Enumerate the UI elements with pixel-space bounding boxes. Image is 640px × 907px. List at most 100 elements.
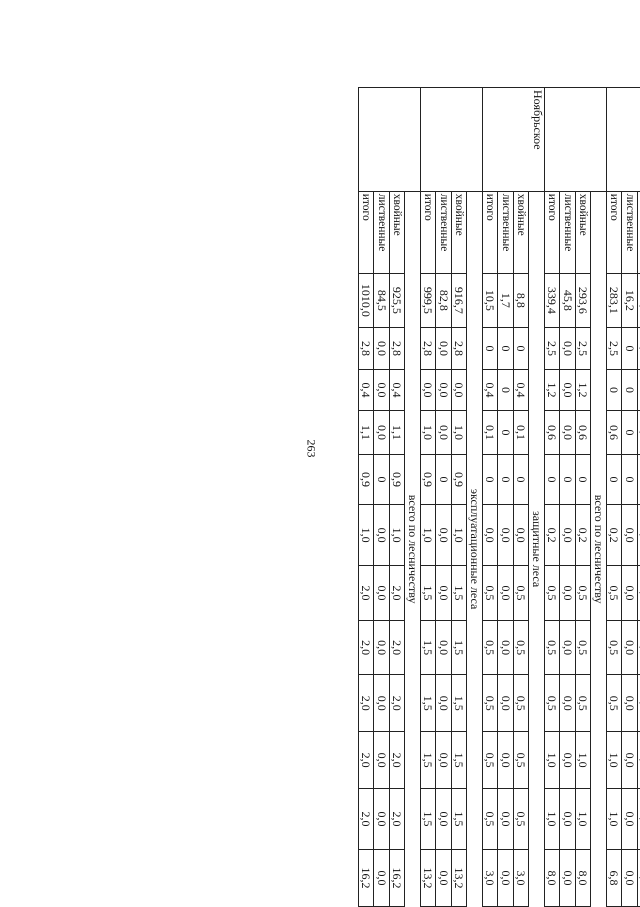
value-cell: 0,5: [545, 566, 561, 621]
forest-table: 1234567891011121314хвойные668,82,900,100…: [358, 87, 640, 907]
value-cell: 0,5: [576, 675, 592, 732]
value-cell: 1,5: [452, 620, 468, 675]
row-type: лиственные: [436, 191, 452, 273]
value-cell: 0: [576, 454, 592, 504]
value-cell: 0: [498, 328, 514, 369]
row-type: итого: [545, 191, 561, 273]
value-cell: 8,0: [545, 850, 561, 907]
section-title: всего по лесничеству: [591, 191, 607, 906]
section-row: всего по лесничеству: [405, 88, 421, 907]
value-cell: 1,5: [452, 788, 468, 849]
value-cell: 0,0: [436, 505, 452, 566]
value-cell: 0,0: [421, 369, 437, 410]
section-title: защитные леса: [529, 191, 545, 906]
value-cell: 0,4: [483, 369, 499, 410]
value-cell: 1,0: [545, 732, 561, 789]
value-cell: 0,5: [607, 675, 623, 732]
value-cell: 0,0: [436, 788, 452, 849]
value-cell: 0,0: [622, 732, 638, 789]
value-cell: 0,2: [576, 505, 592, 566]
value-cell: 916,7: [452, 273, 468, 328]
region-name: [607, 88, 640, 192]
value-cell: 0,5: [576, 566, 592, 621]
value-cell: 0,0: [622, 675, 638, 732]
value-cell: 0,0: [374, 505, 390, 566]
value-cell: 1,5: [452, 732, 468, 789]
value-cell: 0,0: [498, 620, 514, 675]
value-cell: 0,5: [483, 566, 499, 621]
value-cell: 2,0: [359, 620, 375, 675]
value-cell: 0,0: [436, 850, 452, 907]
value-cell: 1,7: [498, 273, 514, 328]
value-cell: 1,0: [390, 505, 406, 566]
value-cell: 0,4: [514, 369, 530, 410]
value-cell: 0,5: [607, 620, 623, 675]
value-cell: 1,2: [576, 369, 592, 410]
value-cell: 0,9: [359, 454, 375, 504]
value-cell: 1,0: [607, 788, 623, 849]
section-title: всего по лесничеству: [405, 191, 421, 906]
value-cell: 2,0: [390, 788, 406, 849]
value-cell: 0,9: [452, 454, 468, 504]
value-cell: 0,0: [560, 328, 576, 369]
value-cell: 0,1: [514, 411, 530, 455]
value-cell: 0,0: [560, 620, 576, 675]
value-cell: 0,5: [514, 566, 530, 621]
value-cell: 0: [545, 454, 561, 504]
row-type: лиственные: [560, 191, 576, 273]
value-cell: 0,6: [576, 411, 592, 455]
value-cell: 0,5: [483, 788, 499, 849]
value-cell: 0,0: [560, 505, 576, 566]
value-cell: 13,2: [452, 850, 468, 907]
value-cell: 0,0: [436, 566, 452, 621]
value-cell: 0,0: [560, 788, 576, 849]
value-cell: 283,1: [607, 273, 623, 328]
value-cell: 16,2: [622, 273, 638, 328]
value-cell: 0: [622, 454, 638, 504]
row-type: итого: [483, 191, 499, 273]
value-cell: 0,0: [514, 505, 530, 566]
value-cell: 0: [374, 454, 390, 504]
section-title: эксплуатационные леса: [467, 191, 483, 906]
value-cell: 16,2: [390, 850, 406, 907]
region-name: [359, 88, 421, 192]
value-cell: 0,5: [514, 788, 530, 849]
value-cell: 2,8: [359, 328, 375, 369]
value-cell: 0: [514, 328, 530, 369]
row-type: хвойные: [452, 191, 468, 273]
row-type: хвойные: [514, 191, 530, 273]
value-cell: 0: [560, 454, 576, 504]
value-cell: 0: [622, 328, 638, 369]
value-cell: 0,4: [390, 369, 406, 410]
value-cell: 10,5: [483, 273, 499, 328]
value-cell: 0,0: [560, 566, 576, 621]
value-cell: 0,0: [436, 328, 452, 369]
value-cell: 8,8: [514, 273, 530, 328]
value-cell: 0,1: [483, 411, 499, 455]
value-cell: 0,0: [374, 850, 390, 907]
value-cell: 8,0: [576, 850, 592, 907]
value-cell: 0,5: [483, 620, 499, 675]
value-cell: 0,0: [622, 850, 638, 907]
value-cell: 0,5: [483, 675, 499, 732]
value-cell: 0,0: [452, 369, 468, 410]
section-row: всего по лесничеству: [591, 88, 607, 907]
value-cell: 1,0: [576, 788, 592, 849]
value-cell: 1,0: [452, 411, 468, 455]
row-type: лиственные: [498, 191, 514, 273]
region-name: [421, 88, 483, 192]
value-cell: 0,0: [498, 788, 514, 849]
value-cell: 0,0: [498, 850, 514, 907]
value-cell: 2,8: [452, 328, 468, 369]
value-cell: 1,5: [452, 566, 468, 621]
row-type: итого: [607, 191, 623, 273]
value-cell: 0: [498, 411, 514, 455]
value-cell: 2,0: [359, 732, 375, 789]
rotated-table-container: 1234567891011121314хвойные668,82,900,100…: [345, 87, 640, 907]
value-cell: 1,0: [421, 411, 437, 455]
value-cell: 1,5: [421, 620, 437, 675]
